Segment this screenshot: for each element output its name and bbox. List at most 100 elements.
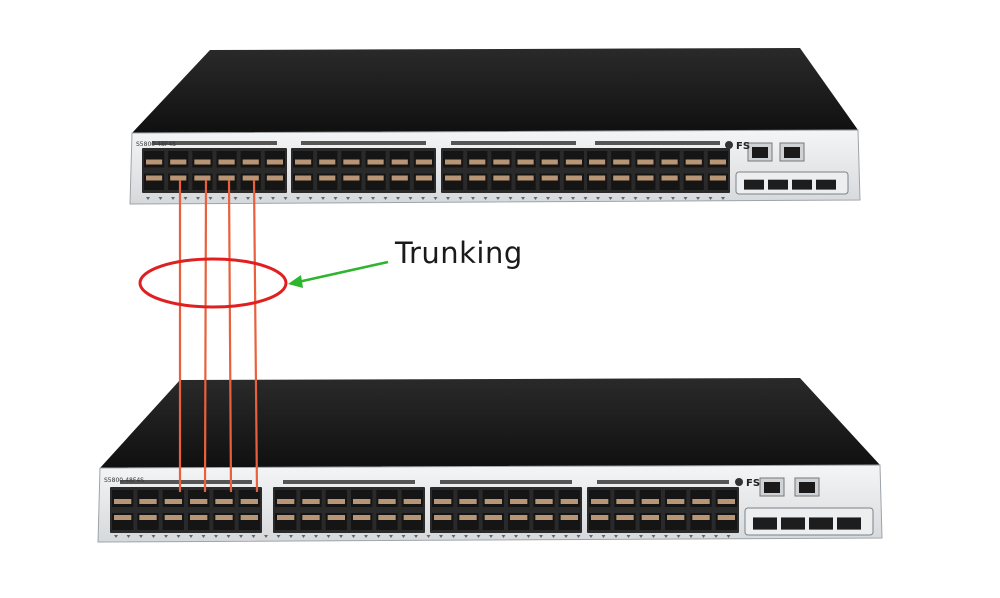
sfp-port bbox=[665, 513, 687, 530]
sfp-port bbox=[162, 513, 184, 530]
sfp-port bbox=[558, 490, 580, 507]
sfp-port bbox=[467, 151, 488, 168]
sfp-port bbox=[614, 490, 636, 507]
sfp-port bbox=[389, 173, 410, 190]
sfp-port bbox=[264, 151, 285, 168]
sfp-port-group bbox=[585, 141, 730, 193]
sfp-port bbox=[238, 490, 260, 507]
sfp-port bbox=[137, 513, 159, 530]
sfp-port bbox=[413, 151, 434, 168]
uplink-sfp-port bbox=[809, 517, 833, 530]
switch-bottom bbox=[97, 378, 883, 543]
sfp-port bbox=[707, 173, 728, 190]
sfp-port bbox=[457, 513, 479, 530]
switch-top-brand-label: FS bbox=[736, 141, 750, 152]
sfp-port bbox=[491, 151, 512, 168]
sfp-port bbox=[443, 173, 464, 190]
rj45-port bbox=[794, 477, 820, 497]
sfp-port bbox=[341, 173, 362, 190]
sfp-port bbox=[192, 173, 213, 190]
sfp-port bbox=[376, 490, 398, 507]
sfp-port bbox=[213, 490, 235, 507]
sfp-port bbox=[413, 173, 434, 190]
sfp-port bbox=[611, 173, 632, 190]
sfp-port bbox=[659, 173, 680, 190]
led-strip bbox=[440, 480, 572, 484]
sfp-port bbox=[508, 513, 530, 530]
sfp-port bbox=[563, 173, 584, 190]
led-strip bbox=[595, 141, 720, 145]
led-strip bbox=[120, 480, 252, 484]
sfp-port bbox=[690, 513, 712, 530]
led-strip bbox=[301, 141, 426, 145]
sfp-port bbox=[515, 151, 536, 168]
rj45-port bbox=[779, 142, 805, 162]
sfp-port bbox=[587, 173, 608, 190]
uplink-module bbox=[735, 171, 849, 195]
sfp-port bbox=[665, 490, 687, 507]
switch-bottom-chassis-lid bbox=[100, 378, 880, 468]
sfp-port bbox=[659, 151, 680, 168]
port-marker-strip bbox=[114, 535, 731, 538]
sfp-port bbox=[539, 151, 560, 168]
rj45-port bbox=[759, 477, 785, 497]
switch-bottom-model-label: S5800-48F4S bbox=[104, 477, 144, 484]
switch-top bbox=[129, 48, 861, 205]
trunk-links bbox=[178, 179, 259, 493]
trunking-label: Trunking bbox=[395, 236, 523, 270]
sfp-port bbox=[365, 151, 386, 168]
sfp-port bbox=[216, 151, 237, 168]
sfp-port bbox=[539, 173, 560, 190]
led-strip bbox=[152, 141, 277, 145]
sfp-port-group bbox=[142, 141, 287, 193]
sfp-port bbox=[443, 151, 464, 168]
arrow-icon bbox=[288, 260, 389, 288]
rj45-port bbox=[747, 142, 773, 162]
trunk-link-line bbox=[203, 179, 208, 493]
switch-top-chassis-lid bbox=[132, 48, 858, 133]
uplink-sfp-port bbox=[792, 179, 812, 190]
port-marker-strip bbox=[146, 197, 725, 200]
switch-top-brand-logo-icon bbox=[725, 141, 733, 149]
switch-bottom-brand-label: FS bbox=[746, 478, 760, 489]
uplink-sfp-port bbox=[744, 179, 764, 190]
sfp-port bbox=[614, 513, 636, 530]
sfp-port bbox=[533, 490, 555, 507]
sfp-port-group bbox=[441, 141, 586, 193]
sfp-port bbox=[351, 490, 373, 507]
sfp-port bbox=[707, 151, 728, 168]
uplink-sfp-port bbox=[781, 517, 805, 530]
sfp-port bbox=[317, 151, 338, 168]
sfp-port bbox=[192, 151, 213, 168]
sfp-port bbox=[137, 490, 159, 507]
sfp-port bbox=[432, 513, 454, 530]
sfp-port bbox=[317, 173, 338, 190]
sfp-port bbox=[213, 513, 235, 530]
led-strip bbox=[597, 480, 729, 484]
sfp-port bbox=[401, 513, 423, 530]
sfp-port bbox=[144, 151, 165, 168]
sfp-port bbox=[715, 490, 737, 507]
sfp-port bbox=[639, 490, 661, 507]
led-strip bbox=[451, 141, 576, 145]
uplink-sfp-port bbox=[768, 179, 788, 190]
sfp-port bbox=[515, 173, 536, 190]
sfp-port-group bbox=[587, 480, 739, 533]
sfp-port bbox=[589, 490, 611, 507]
uplink-sfp-port bbox=[753, 517, 777, 530]
sfp-port bbox=[389, 151, 410, 168]
sfp-port bbox=[635, 151, 656, 168]
sfp-port bbox=[589, 513, 611, 530]
sfp-port bbox=[587, 151, 608, 168]
sfp-port bbox=[112, 490, 134, 507]
sfp-port bbox=[275, 490, 297, 507]
sfp-port bbox=[611, 151, 632, 168]
sfp-port bbox=[293, 173, 314, 190]
sfp-port bbox=[457, 490, 479, 507]
sfp-port-group bbox=[273, 480, 425, 533]
switch-top-sfp-ports bbox=[142, 141, 849, 200]
sfp-port bbox=[351, 513, 373, 530]
sfp-port bbox=[168, 173, 189, 190]
